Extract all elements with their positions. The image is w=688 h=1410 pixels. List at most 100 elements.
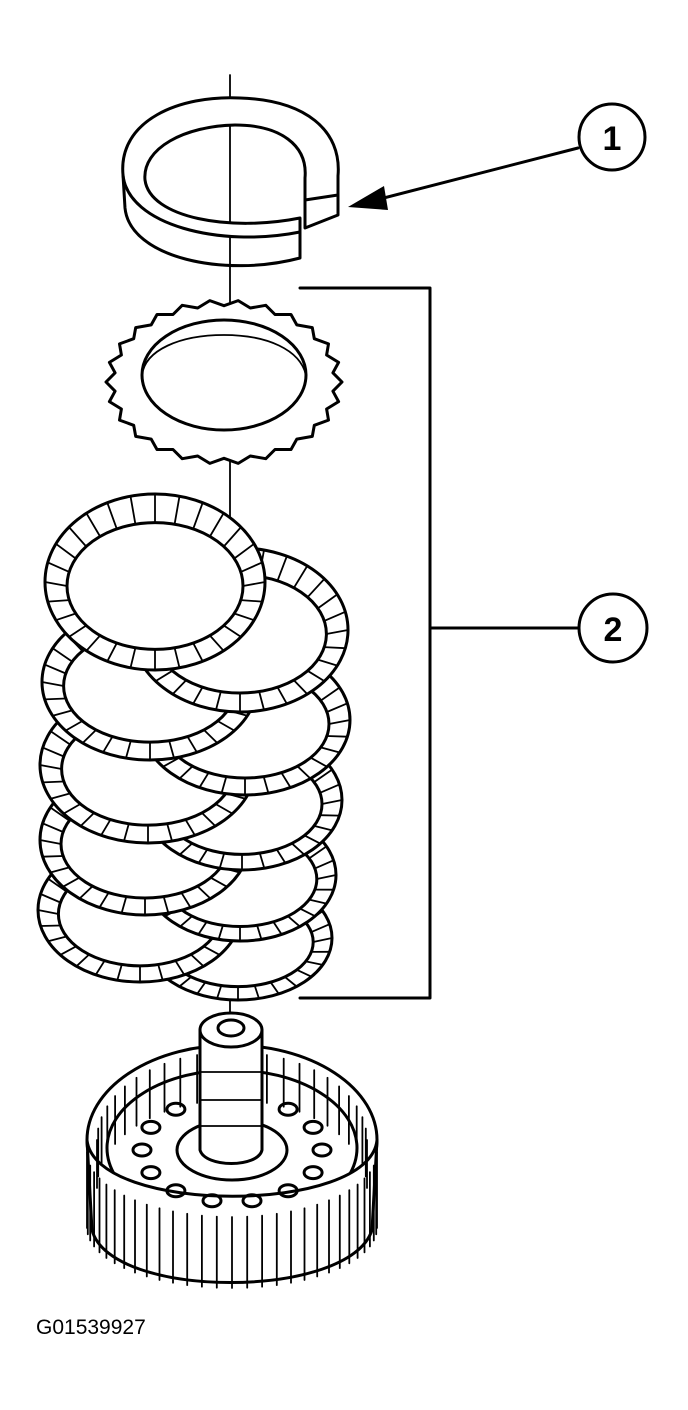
friction-segment-mark: [85, 634, 101, 652]
friction-segment-mark: [106, 642, 118, 663]
friction-segment-mark: [161, 756, 181, 768]
steel-separator-plate: [104, 299, 344, 465]
friction-segment-mark: [276, 555, 288, 582]
friction-segment-mark: [62, 876, 81, 888]
friction-segment-mark: [41, 746, 65, 758]
friction-segment-mark: [55, 612, 77, 622]
friction-segment-mark: [308, 845, 328, 860]
callout-2: 2: [298, 286, 649, 1000]
friction-segment-mark: [129, 495, 137, 526]
friction-segment-mark: [310, 923, 331, 933]
friction-segment-mark: [100, 818, 112, 837]
drum-oil-hole: [131, 1142, 153, 1158]
friction-segment-mark: [242, 581, 266, 587]
friction-segment-mark: [49, 792, 72, 800]
friction-segment-mark: [316, 658, 339, 667]
friction-segment-mark: [171, 679, 188, 695]
friction-segment-mark: [39, 764, 63, 770]
snap-ring: [121, 96, 340, 268]
friction-segment-mark: [202, 945, 221, 956]
drum-oil-hole: [277, 1183, 299, 1199]
friction-segment-mark: [154, 669, 174, 682]
friction-segment-mark: [41, 855, 64, 858]
friction-segment-mark: [51, 709, 74, 717]
friction-segment-mark: [186, 735, 198, 754]
friction-segment-mark: [325, 629, 349, 635]
friction-segment-mark: [296, 765, 312, 780]
friction-segment-mark: [309, 756, 329, 768]
friction-segment-mark: [43, 697, 67, 701]
callout-1-leader: [366, 146, 580, 204]
friction-segment-mark: [180, 891, 192, 909]
friction-segment-mark: [39, 924, 62, 927]
friction-segment-mark: [202, 729, 219, 744]
friction-segment-mark: [81, 729, 97, 744]
friction-segment-mark: [306, 578, 326, 599]
friction-segment-mark: [62, 803, 82, 815]
friction-segment-mark: [215, 690, 222, 711]
friction-segment-mark: [239, 561, 264, 573]
friction-segment-mark: [174, 959, 186, 976]
friction-segment-mark: [120, 895, 128, 914]
friction-segment-mark: [49, 730, 72, 746]
friction-segment-mark: [218, 852, 226, 870]
friction-segment-mark: [47, 877, 68, 893]
friction-segment-mark: [292, 565, 309, 589]
figure-id: G01539927: [36, 1316, 146, 1339]
friction-segment-mark: [178, 765, 194, 780]
friction-segment-mark: [216, 720, 236, 732]
friction-segment-mark: [198, 771, 210, 789]
friction-segment-mark: [321, 799, 343, 805]
friction-segment-mark: [192, 686, 204, 705]
friction-segment-mark: [85, 512, 101, 538]
friction-segment-mark: [59, 945, 78, 956]
friction-segment-mark: [208, 634, 225, 652]
friction-segment-mark: [308, 898, 328, 905]
friction-segment-mark: [179, 915, 194, 928]
friction-segment-mark: [319, 783, 341, 794]
friction-segment-mark: [328, 719, 351, 725]
friction-segment-mark: [208, 512, 225, 538]
friction-segment-mark: [233, 542, 256, 560]
friction-segment-mark: [220, 775, 228, 794]
friction-segment-mark: [217, 924, 224, 941]
friction-segment-mark: [283, 976, 298, 988]
friction-segment-mark: [49, 866, 71, 874]
friction-segment-mark: [299, 907, 317, 918]
friction-segment-mark: [162, 895, 170, 914]
friction-segment-mark: [41, 822, 64, 833]
friction-segment-mark: [39, 893, 62, 904]
friction-segment-mark: [75, 953, 90, 968]
friction-segment-mark: [312, 937, 333, 943]
friction-segment-mark: [168, 739, 175, 759]
friction-segment-mark: [222, 624, 242, 638]
friction-segment-mark: [125, 739, 132, 759]
friction-segment-mark: [269, 981, 280, 995]
friction-segment-mark: [173, 495, 181, 526]
drum-oil-hole: [302, 1165, 324, 1181]
friction-segment-mark: [173, 646, 181, 669]
friction-segment-mark: [304, 960, 324, 966]
drum-oil-hole: [165, 1101, 187, 1117]
friction-segment-mark: [123, 822, 130, 842]
drum-oil-hole: [277, 1101, 299, 1117]
friction-segment-mark: [129, 646, 137, 669]
friction-segment-mark: [256, 924, 263, 941]
friction-segment-mark: [253, 984, 260, 1000]
friction-segment-mark: [178, 976, 193, 988]
friction-segment-mark: [94, 959, 106, 976]
friction-segment-mark: [196, 981, 207, 995]
friction-segment-mark: [258, 852, 266, 870]
drum-oil-hole: [140, 1165, 162, 1181]
friction-segment-mark: [192, 642, 204, 663]
friction-segment-mark: [106, 501, 118, 530]
friction-segment-mark: [233, 612, 256, 622]
friction-segment-mark: [79, 812, 95, 827]
friction-segment-mark: [197, 848, 209, 864]
clutch-drum: [85, 1011, 379, 1289]
friction-segment-mark: [319, 746, 341, 754]
friction-segment-mark: [184, 818, 196, 837]
friction-segment-mark: [39, 839, 62, 845]
friction-segment-mark: [290, 842, 306, 856]
friction-segment-mark: [272, 920, 283, 936]
